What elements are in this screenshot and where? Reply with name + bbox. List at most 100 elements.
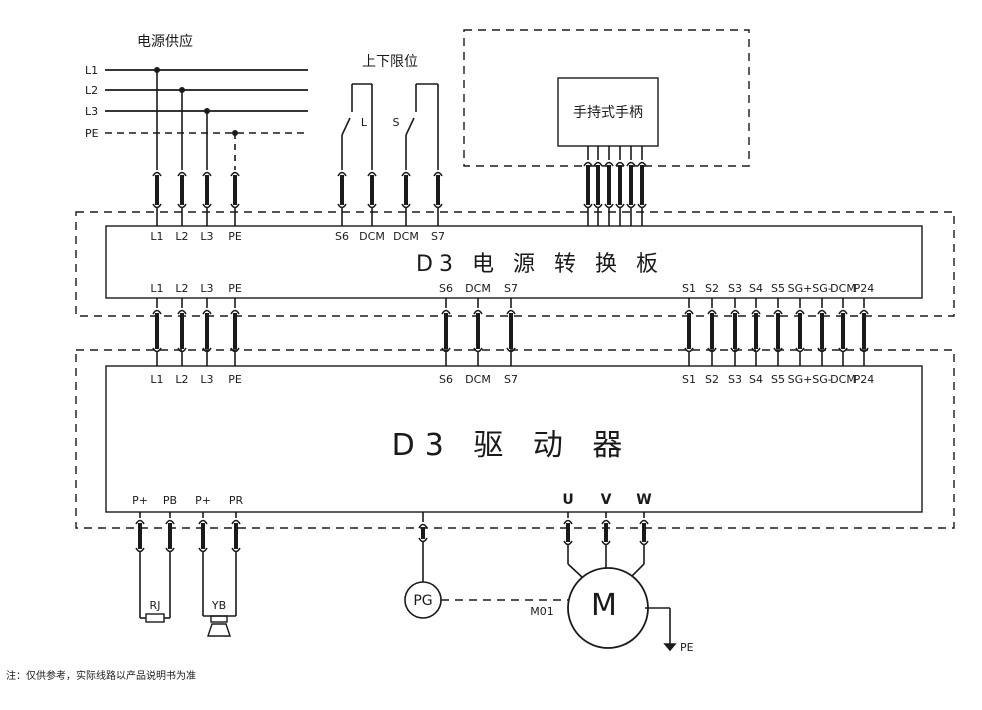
footnote: 注：仅供参考，实际线路以产品说明书为准 [6, 669, 196, 682]
connector-handheld-3 [615, 161, 625, 209]
connector-between-13 [817, 309, 827, 353]
power-board-label: D3 电 源 转 换 板 [416, 252, 664, 277]
pb-bottom-mid-terminal-2: S7 [504, 282, 518, 295]
connector-cup-top [563, 519, 573, 525]
connector-cup-top [135, 519, 145, 525]
connector-pin [596, 165, 600, 205]
connector-cup-bottom [684, 347, 694, 353]
connector-between-9 [730, 309, 740, 353]
limit-switch-L-label: L [361, 116, 368, 129]
drv-motor-terminal-U: U [562, 492, 573, 508]
wire [405, 117, 415, 136]
connector-cup-top [838, 309, 848, 315]
connector-motor-0 [563, 519, 573, 546]
connector-cup-top [401, 171, 411, 177]
supply-line-label-L1: L1 [85, 64, 98, 77]
drv-top-mid-terminal-1: DCM [465, 373, 491, 386]
connector-handheld-2 [604, 161, 614, 209]
connector-pin [201, 523, 205, 549]
connector-cup-bottom [441, 347, 451, 353]
connector-cup-bottom [337, 203, 347, 209]
connector-cup-bottom [593, 203, 603, 209]
motor-label: M [591, 588, 627, 623]
connector-pin [640, 165, 644, 205]
connector-between-8 [707, 309, 717, 353]
connector-cup-top [817, 309, 827, 315]
connector-pin [841, 313, 845, 349]
connector-cup-bottom [773, 347, 783, 353]
connector-pin [687, 313, 691, 349]
motor-name-label: M01 [530, 605, 554, 618]
connector-cup-bottom [563, 540, 573, 546]
drv-top-terminal-L3: L3 [200, 373, 213, 386]
motor-ground-label: PE [680, 641, 694, 654]
connector-cup-top [202, 309, 212, 315]
connector-cup-bottom [795, 347, 805, 353]
driver-box [105, 365, 923, 513]
drv-top-mid-terminal-2: S7 [504, 373, 518, 386]
connector-motor-1 [601, 519, 611, 546]
connector-bottom-1 [165, 519, 175, 553]
connector-cup-top [230, 171, 240, 177]
connector-cup-bottom [198, 547, 208, 553]
drv-bottom-terminal-3: PR [229, 494, 244, 507]
power-supply-title: 电源供应 [137, 33, 193, 50]
drv-motor-terminal-W: W [636, 492, 651, 508]
drv-motor-terminal-V: V [601, 492, 612, 508]
connector-bottom-3 [231, 519, 241, 553]
drv-top-right-terminal-5: SG+ [788, 373, 813, 386]
connector-pin [566, 523, 570, 542]
connector-cup-bottom [615, 203, 625, 209]
connector-bottom-0 [135, 519, 145, 553]
connector-cup-top [601, 519, 611, 525]
connector-pin [629, 165, 633, 205]
connector-cup-bottom [165, 547, 175, 553]
connector-encoder [418, 523, 428, 543]
connector-pin [444, 313, 448, 349]
drv-top-terminal-PE: PE [228, 373, 242, 386]
connector-cup-bottom [152, 347, 162, 353]
pb-bottom-right-terminal-0: S1 [682, 282, 696, 295]
connector-supply-1 [177, 171, 187, 209]
power-board-box [105, 225, 923, 299]
connector-cup-bottom [177, 347, 187, 353]
connector-between-11 [773, 309, 783, 353]
drv-top-right-terminal-8: P24 [854, 373, 875, 386]
pb-top-mid-terminal-3: S7 [431, 230, 445, 243]
power-board-enclosure [75, 211, 955, 317]
pb-bottom-right-terminal-3: S4 [749, 282, 763, 295]
connector-limit-1 [367, 171, 377, 209]
connector-cup-top [367, 171, 377, 177]
pb-bottom-right-terminal-2: S3 [728, 282, 742, 295]
connector-pin [155, 175, 159, 205]
connector-pin [138, 523, 142, 549]
pb-bottom-terminal-L3: L3 [200, 282, 213, 295]
drv-top-right-terminal-7: DCM [830, 373, 856, 386]
connector-between-7 [684, 309, 694, 353]
connector-between-1 [177, 309, 187, 353]
drv-top-terminal-L1: L1 [150, 373, 163, 386]
connector-pin [607, 165, 611, 205]
connector-cup-top [165, 519, 175, 525]
connector-cup-top [795, 309, 805, 315]
connector-cup-top [506, 309, 516, 315]
brake-label: YB [211, 599, 226, 612]
connector-pin [820, 313, 824, 349]
connector-cup-top [177, 171, 187, 177]
connector-cup-bottom [202, 203, 212, 209]
connector-cup-top [583, 161, 593, 167]
connector-cup-bottom [177, 203, 187, 209]
connector-pin [476, 313, 480, 349]
pb-bottom-right-terminal-7: DCM [830, 282, 856, 295]
connector-cup-bottom [707, 347, 717, 353]
connector-between-4 [441, 309, 451, 353]
connector-supply-3 [230, 171, 240, 209]
connector-cup-bottom [506, 347, 516, 353]
connector-between-12 [795, 309, 805, 353]
connector-cup-top [473, 309, 483, 315]
connector-pin [421, 527, 425, 539]
resistor-rj [145, 613, 165, 623]
connector-cup-top [418, 523, 428, 529]
connector-supply-2 [202, 171, 212, 209]
